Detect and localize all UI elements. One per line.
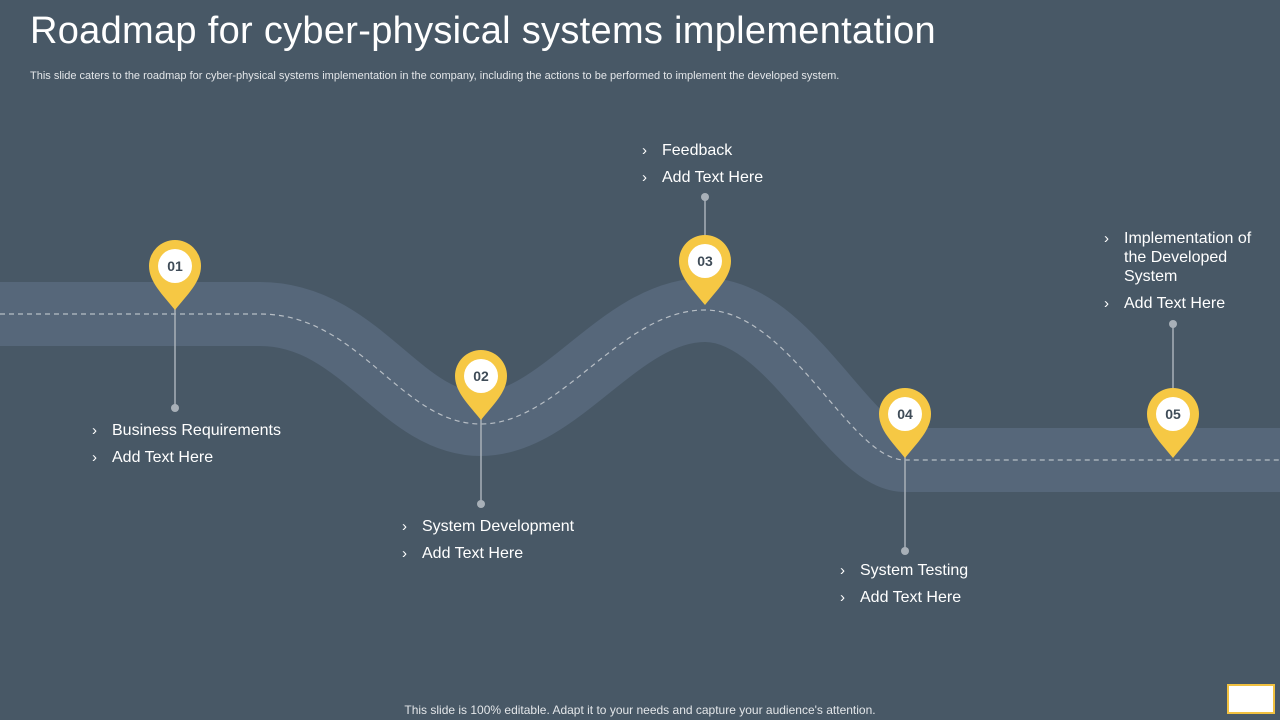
chevron-right-icon: › <box>92 422 97 439</box>
chevron-right-icon: › <box>402 545 407 562</box>
step-03-list: ›Feedback ›Add Text Here <box>642 141 842 195</box>
chevron-right-icon: › <box>840 562 845 579</box>
map-pin-icon-04: 04 <box>879 388 931 458</box>
map-pin-icon-05: 05 <box>1147 388 1199 458</box>
chevron-right-icon: › <box>840 589 845 606</box>
list-item: ›Implementation of the Developed System <box>1104 230 1252 285</box>
connector-03 <box>701 193 709 236</box>
list-item: ›Add Text Here <box>92 449 214 466</box>
step-number-04: 04 <box>897 406 913 422</box>
connector-01 <box>171 308 179 412</box>
chevron-right-icon: › <box>1104 295 1109 312</box>
list-item: ›Business Requirements <box>92 422 281 439</box>
chevron-right-icon: › <box>642 169 647 186</box>
list-item: ›Add Text Here <box>402 545 524 562</box>
slide-thumbnail <box>1227 684 1275 714</box>
step-05-list: ›Implementation of the Developed System … <box>1104 229 1254 321</box>
slide-title: Roadmap for cyber-physical systems imple… <box>30 10 936 52</box>
list-item: ›Add Text Here <box>840 589 962 606</box>
chevron-right-icon: › <box>402 518 407 535</box>
step-number-05: 05 <box>1165 406 1181 422</box>
map-pin-icon-03: 03 <box>679 235 731 305</box>
map-pin-icon-02: 02 <box>455 350 507 420</box>
connector-05 <box>1169 320 1177 389</box>
step-04-list: ›System Testing ›Add Text Here <box>840 561 1040 615</box>
map-pin-icon-01: 01 <box>149 240 201 310</box>
list-item: ›System Testing <box>840 562 969 579</box>
slide-subtitle: This slide caters to the roadmap for cyb… <box>30 70 840 82</box>
list-item: ›Add Text Here <box>1104 295 1226 312</box>
chevron-right-icon: › <box>92 449 97 466</box>
slide-footer: This slide is 100% editable. Adapt it to… <box>404 703 876 717</box>
connector-04 <box>901 455 909 555</box>
road-band <box>0 278 1280 492</box>
step-number-02: 02 <box>473 368 489 384</box>
list-item: ›Add Text Here <box>642 169 764 186</box>
list-item: ›Feedback <box>642 142 733 159</box>
connector-02 <box>477 418 485 508</box>
step-01-list: ›Business Requirements ›Add Text Here <box>92 421 332 475</box>
step-number-03: 03 <box>697 253 713 269</box>
list-item: ›System Development <box>402 518 575 535</box>
chevron-right-icon: › <box>642 142 647 159</box>
step-02-list: ›System Development ›Add Text Here <box>402 517 642 571</box>
step-number-01: 01 <box>167 258 183 274</box>
chevron-right-icon: › <box>1104 230 1109 247</box>
